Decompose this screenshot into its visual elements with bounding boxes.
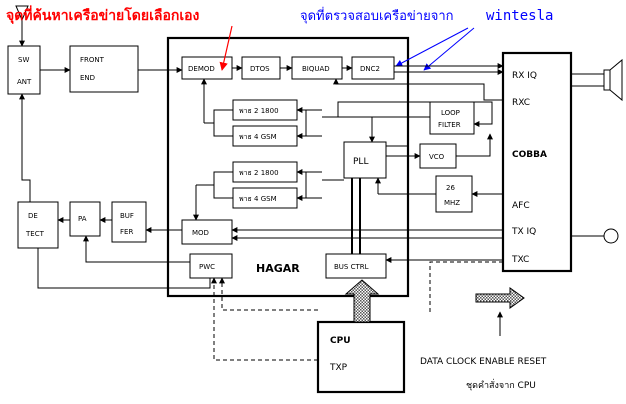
rx-gsm-label: พาธ 4 GSM [239, 133, 277, 141]
mod-block [181, 219, 233, 245]
annotation-blue-pointer [395, 27, 475, 71]
pa-label: PA [78, 215, 87, 223]
buffer-label-1: BUF [120, 212, 134, 220]
sw-ant-block [7, 45, 41, 95]
annotation-red-pointer [219, 25, 233, 71]
biquad-label: BIQUAD [302, 65, 330, 73]
front-end-block [69, 45, 139, 93]
txp-label: TXP [329, 363, 348, 373]
annotation-red: จุดที่ค้นหาเครือข่ายโดยเลือกเอง [6, 5, 200, 24]
tx-gsm-label: พาธ 4 GSM [239, 195, 277, 203]
rx-1800-label: พาธ 2 1800 [239, 107, 279, 115]
pwc-label: PWC [199, 263, 215, 271]
rxc-label: RXC [512, 98, 530, 108]
cpu-signals-label: DATA CLOCK ENABLE RESET [420, 357, 547, 367]
xtal-label-2: MHZ [444, 199, 460, 207]
loop-filter-label-2: FILTER [438, 121, 461, 129]
annotation-blue-suffix: wintesla [486, 8, 553, 24]
signal-lines [19, 36, 504, 361]
pll-label: PLL [353, 157, 368, 167]
bus-ctrl-block [325, 253, 387, 279]
afc-label: AFC [512, 201, 530, 211]
cpu-label: CPU [330, 336, 351, 346]
detect-label-2: TECT [25, 230, 45, 238]
buffer-label-2: FER [120, 228, 133, 236]
xtal-label-1: 26 [446, 184, 455, 192]
rxiq-label: RX IQ [512, 71, 537, 81]
bus-ctrl-label: BUS CTRL [334, 263, 369, 271]
annotation-blue-prefix: จุดที่ตรวจสอบเครือข่ายจาก [300, 7, 454, 24]
txc-label: TXC [511, 255, 529, 265]
dtos-label: DTOS [250, 65, 270, 73]
pll-block [343, 141, 387, 179]
tx-1800-label: พาธ 2 1800 [239, 169, 279, 177]
sw-ant-label-2: ANT [17, 78, 32, 86]
front-end-label-2: END [80, 74, 95, 82]
vco-label: VCO [429, 153, 445, 161]
speaker-icon [571, 58, 623, 102]
bus-arrow-right [475, 287, 525, 309]
cpu-block [316, 320, 406, 394]
cpu-commands-label: ชุดคำสั่งจาก CPU [466, 378, 536, 391]
detect-label-1: DE [28, 212, 38, 220]
front-end-label-1: FRONT [80, 56, 105, 64]
detect-block [17, 201, 59, 249]
loop-filter-block [429, 101, 475, 135]
mod-label: MOD [192, 229, 209, 237]
buffer-block [111, 201, 147, 243]
txiq-label: TX IQ [511, 227, 536, 237]
cobba-label: COBBA [512, 150, 547, 160]
antenna-icon [15, 5, 29, 36]
microphone-icon [571, 228, 619, 244]
demod-label: DEMOD [188, 65, 215, 73]
cobba-chip [501, 51, 573, 273]
sw-ant-label-1: SW [18, 56, 29, 64]
loop-filter-label-1: LOOP [441, 109, 460, 117]
dnc2-label: DNC2 [360, 65, 380, 73]
bus-arrow-up [344, 279, 380, 323]
hagar-label: HAGAR [256, 262, 300, 275]
